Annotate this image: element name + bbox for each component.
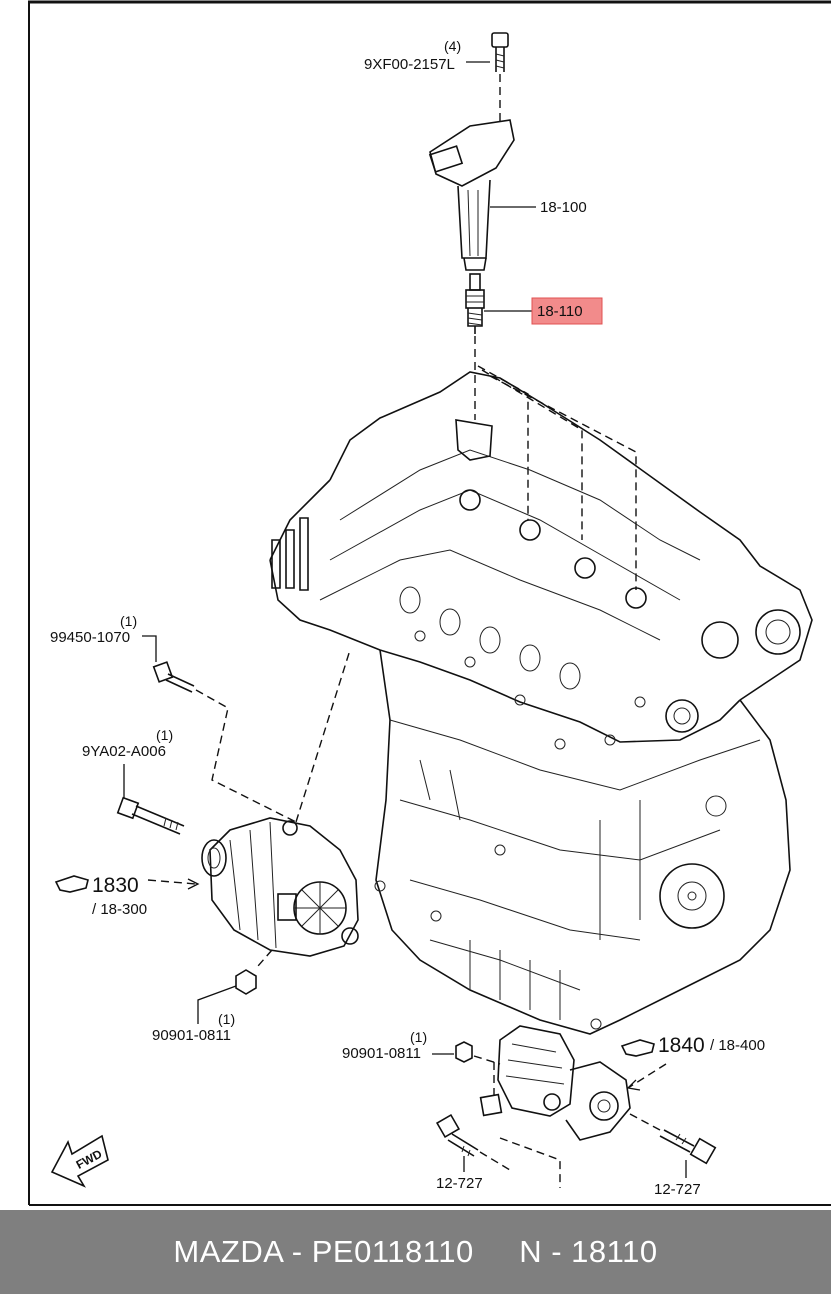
- spark-plug: [465, 273, 485, 334]
- forward-arrow-icon: FWD: [50, 1134, 109, 1188]
- alt-bolt-b-part-number: 9YA02-A006: [82, 743, 166, 760]
- alternator-nut: [235, 969, 257, 995]
- coil-bolt-part-number: 9XF00-2157L: [364, 56, 455, 73]
- parts-diagram: (4) 9XF00-2157L 18-100 18-110: [28, 0, 831, 1206]
- alt-nut-part-number: 90901-0811: [152, 1027, 231, 1044]
- alternator: [201, 817, 359, 957]
- alternator-bolt-a: [152, 661, 195, 693]
- footer-bar: MAZDA - PE0118110 N - 18110: [0, 1210, 831, 1294]
- starter-bolt-left-part-number: 12-727: [436, 1175, 483, 1192]
- coil-bolt: [491, 32, 509, 72]
- alternator-bolt-b: [116, 796, 185, 835]
- starter-nut-part-number: 90901-0811: [342, 1045, 421, 1062]
- starter-nut: [455, 1041, 473, 1063]
- starter-ref-hand-icon: [620, 1039, 655, 1057]
- alt-bolt-a-qty: (1): [120, 613, 137, 629]
- coil-bolt-qty: (4): [444, 38, 461, 54]
- coil-part-number: 18-100: [540, 199, 587, 216]
- starter-reference-number: 1840: [658, 1034, 705, 1057]
- ignition-coil: [428, 119, 515, 271]
- alternator-reference-number: 1830: [92, 874, 139, 897]
- alt-bolt-b-qty: (1): [156, 727, 173, 743]
- spark-plug-highlight: [531, 297, 603, 325]
- starter-bolt-left: [435, 1113, 479, 1157]
- starter-reference-sub: / 18-400: [710, 1037, 765, 1054]
- spark-plug-part-number: 18-110: [537, 303, 583, 320]
- starter-bolt-right: [659, 1129, 717, 1165]
- alt-reference-hand-icon: [54, 875, 89, 893]
- starter-nut-qty: (1): [410, 1029, 427, 1045]
- starter-bolt-right-part-number: 12-727: [654, 1181, 701, 1198]
- engine-block: [269, 371, 813, 1035]
- alternator-reference-sub: / 18-300: [92, 901, 147, 918]
- starter-motor: [479, 1025, 631, 1141]
- alt-bolt-a-part-number: 99450-1070: [50, 629, 130, 646]
- footer-part-reference: MAZDA - PE0118110 N - 18110: [173, 1234, 658, 1269]
- alt-nut-qty: (1): [218, 1011, 235, 1027]
